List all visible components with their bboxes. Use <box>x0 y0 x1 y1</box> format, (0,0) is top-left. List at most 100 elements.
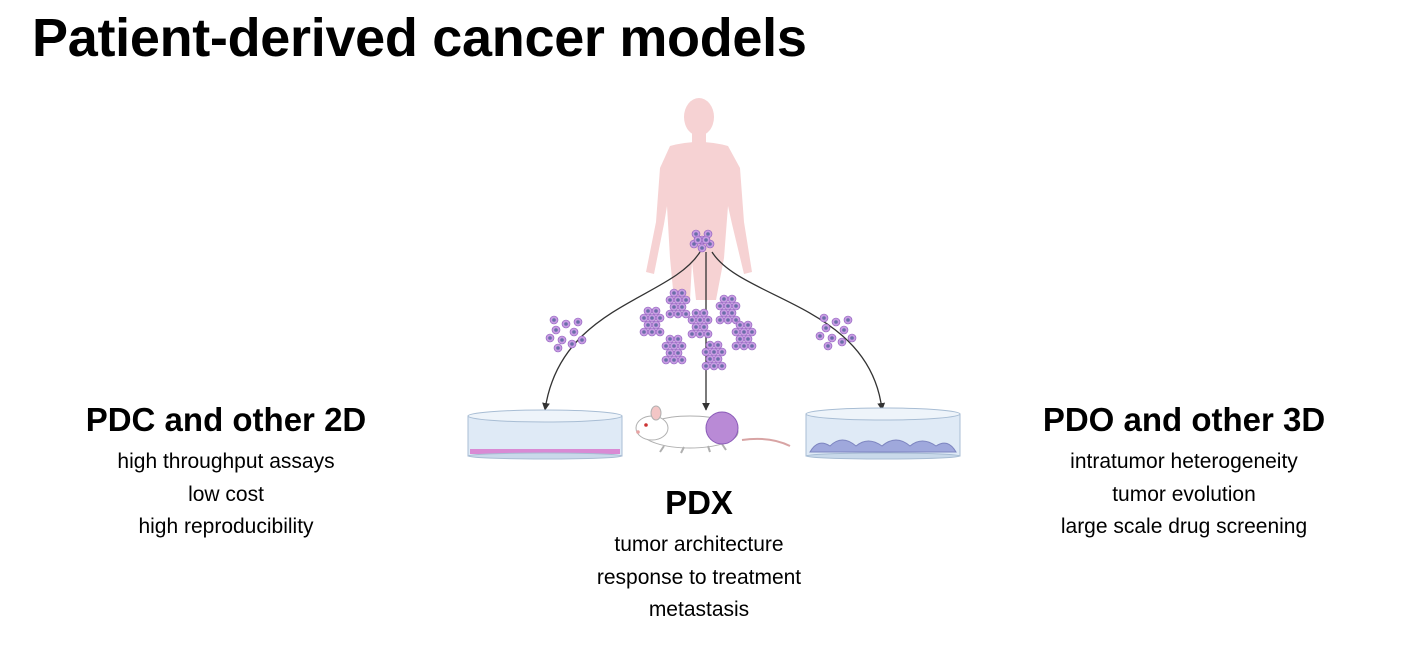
nucleus-icon <box>834 320 838 324</box>
nucleus-icon <box>738 337 742 341</box>
nucleus-icon <box>692 242 696 246</box>
nucleus-icon <box>664 344 668 348</box>
nucleus-icon <box>672 358 676 362</box>
nucleus-icon <box>684 298 688 302</box>
nucleus-icon <box>708 343 712 347</box>
nucleus-icon <box>750 344 754 348</box>
nucleus-icon <box>704 238 708 242</box>
nucleus-icon <box>672 305 676 309</box>
nucleus-icon <box>680 305 684 309</box>
nucleus-icon <box>846 318 850 322</box>
nucleus-icon <box>734 318 738 322</box>
nucleus-icon <box>672 344 676 348</box>
nucleus-icon <box>706 332 710 336</box>
nucleus-icon <box>742 344 746 348</box>
nucleus-icon <box>722 297 726 301</box>
nucleus-icon <box>694 325 698 329</box>
feature-item: low cost <box>188 482 264 506</box>
nucleus-icon <box>722 311 726 315</box>
nucleus-icon <box>712 364 716 368</box>
nucleus-icon <box>580 338 584 342</box>
nucleus-icon <box>726 304 730 308</box>
model-panel-pdo: PDO and other 3D intratumor heterogeneit… <box>1010 400 1358 544</box>
feature-item: high throughput assays <box>117 450 335 473</box>
nucleus-icon <box>840 340 844 344</box>
feature-item: response to treatment <box>596 565 802 589</box>
nucleus-icon <box>742 330 746 334</box>
model-panel-pdc: PDC and other 2D high throughput assays … <box>56 400 396 544</box>
nucleus-icon <box>680 291 684 295</box>
feature-item: metastasis <box>648 598 750 621</box>
nucleus-icon <box>646 309 650 313</box>
arrow-to-3d-culture <box>711 251 886 411</box>
nucleus-icon <box>746 323 750 327</box>
nucleus-icon <box>646 323 650 327</box>
nucleus-icon <box>706 318 710 322</box>
nucleus-icon <box>700 246 704 250</box>
nucleus-icon <box>650 316 654 320</box>
nucleus-icon <box>570 342 574 346</box>
nucleus-icon <box>850 336 854 340</box>
nucleus-icon <box>822 316 826 320</box>
nucleus-icon <box>676 312 680 316</box>
nucleus-icon <box>684 312 688 316</box>
nucleus-icon <box>690 318 694 322</box>
nucleus-icon <box>734 330 738 334</box>
nucleus-icon <box>642 316 646 320</box>
nucleus-icon <box>730 297 734 301</box>
nucleus-icon <box>702 311 706 315</box>
nucleus-icon <box>668 351 672 355</box>
model-heading-pdc: PDC and other 2D <box>85 401 367 438</box>
nucleus-icon <box>718 304 722 308</box>
feature-list-pdx: tumor architecture response to treatment… <box>549 529 849 627</box>
nucleus-icon <box>698 318 702 322</box>
nucleus-icon <box>680 344 684 348</box>
petri-dish-2d-icon <box>467 409 623 460</box>
nucleus-icon <box>712 350 716 354</box>
nucleus-icon <box>818 334 822 338</box>
nucleus-icon <box>738 323 742 327</box>
nucleus-icon <box>650 330 654 334</box>
nucleus-icon <box>664 358 668 362</box>
nucleus-icon <box>698 332 702 336</box>
nucleus-icon <box>564 322 568 326</box>
feature-item: intratumor heterogeneity <box>1070 450 1298 473</box>
arrow-to-2d-culture <box>542 251 701 411</box>
model-panel-pdx: PDX tumor architecture response to treat… <box>549 483 849 627</box>
nucleus-icon <box>696 238 700 242</box>
nucleus-icon <box>694 232 698 236</box>
nucleus-icon <box>572 330 576 334</box>
nucleus-icon <box>668 337 672 341</box>
nucleus-icon <box>746 337 750 341</box>
nucleus-icon <box>830 336 834 340</box>
primary-tumor-icon <box>689 229 715 253</box>
nucleus-icon <box>552 318 556 322</box>
petri-dish-3d-icon <box>805 407 961 460</box>
nucleus-icon <box>560 338 564 342</box>
nucleus-icon <box>676 337 680 341</box>
nucleus-icon <box>676 298 680 302</box>
nucleus-icon <box>654 323 658 327</box>
nucleus-icon <box>554 328 558 332</box>
model-heading-pdo: PDO and other 3D <box>1042 401 1326 438</box>
nucleus-icon <box>720 364 724 368</box>
nucleus-icon <box>708 242 712 246</box>
nucleus-icon <box>642 330 646 334</box>
model-heading-pdx: PDX <box>665 484 733 521</box>
feature-item: large scale drug screening <box>1060 515 1308 538</box>
nucleus-icon <box>726 318 730 322</box>
nucleus-icon <box>720 350 724 354</box>
feature-item: high reproducibility <box>138 515 314 538</box>
nucleus-icon <box>704 350 708 354</box>
feature-item: tumor architecture <box>614 533 784 556</box>
nucleus-icon <box>668 298 672 302</box>
nucleus-icon <box>654 309 658 313</box>
nucleus-icon <box>824 326 828 330</box>
nucleus-icon <box>668 312 672 316</box>
nucleus-icon <box>556 346 560 350</box>
patient-silhouette-icon <box>646 98 752 300</box>
nucleus-icon <box>826 344 830 348</box>
nucleus-icon <box>704 364 708 368</box>
nucleus-icon <box>716 357 720 361</box>
nucleus-icon <box>690 332 694 336</box>
